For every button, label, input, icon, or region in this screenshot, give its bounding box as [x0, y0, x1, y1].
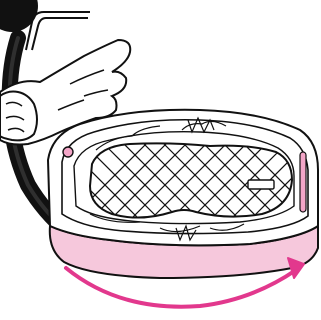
- step-badge: [0, 0, 38, 32]
- mask-tag: [248, 180, 274, 189]
- pod-icon: [20, 110, 321, 278]
- left-pink-marker: [63, 147, 73, 157]
- right-pink-marker: [300, 152, 306, 212]
